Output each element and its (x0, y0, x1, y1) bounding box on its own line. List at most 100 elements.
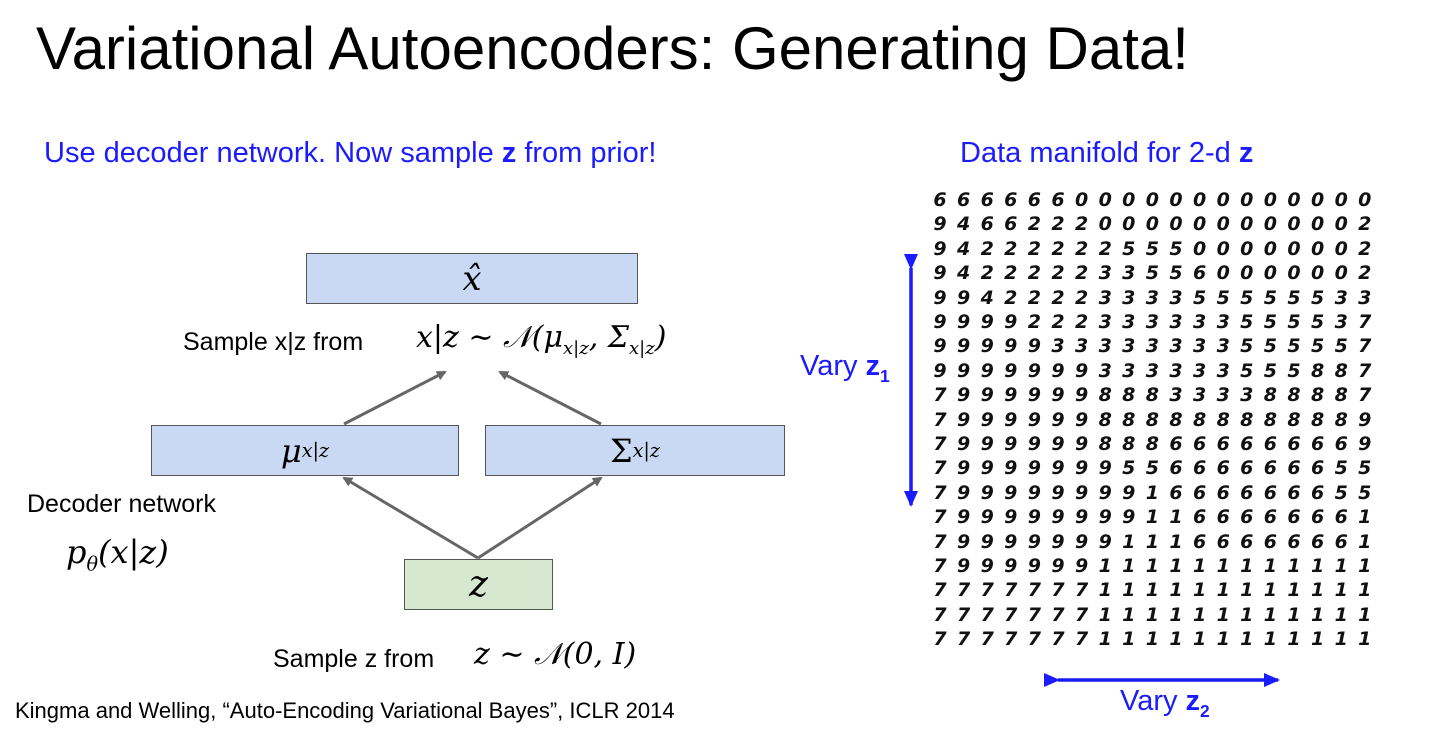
manifold-digit: 9 (1004, 433, 1018, 455)
manifold-digit: 3 (1216, 311, 1230, 333)
left-heading: Use decoder network. Now sample z from p… (44, 137, 656, 170)
manifold-digit: 6 (1334, 506, 1348, 529)
manifold-digit: 6 (1169, 457, 1183, 480)
manifold-digit: 6 (1310, 457, 1325, 480)
manifold-digit: 0 (1169, 213, 1183, 236)
manifold-digit: 1 (1358, 530, 1372, 553)
manifold-digit: 6 (1287, 457, 1301, 480)
manifold-digit: 9 (1027, 384, 1041, 407)
manifold-digit: 3 (1145, 335, 1159, 358)
x-hat-symbol: x̂ (462, 258, 482, 299)
manifold-digit: 2 (1027, 262, 1041, 285)
manifold-digit: 8 (1145, 408, 1159, 431)
manifold-digit: 3 (1098, 262, 1112, 285)
manifold-digit: 3 (1216, 335, 1230, 358)
manifold-digit: 9 (1074, 457, 1089, 480)
manifold-digit: 7 (933, 628, 947, 651)
manifold-digit: 6 (1287, 506, 1301, 529)
manifold-digit: 9 (1051, 359, 1065, 382)
manifold-digit: 6 (1004, 213, 1018, 236)
manifold-digit: 7 (933, 433, 947, 455)
manifold-digit: 5 (1310, 311, 1325, 333)
manifold-digit: 9 (956, 384, 971, 407)
manifold-digit: 3 (1098, 359, 1112, 382)
manifold-digit: 9 (1051, 481, 1065, 504)
manifold-digit: 5 (1334, 457, 1348, 480)
manifold-digit: 5 (1334, 335, 1348, 358)
manifold-digit: 7 (1027, 579, 1041, 602)
manifold-digit: 1 (1240, 628, 1254, 651)
manifold-digit: 8 (1122, 433, 1136, 455)
manifold-digit: 1 (1145, 628, 1159, 651)
manifold-digit: 6 (1263, 506, 1277, 529)
manifold-digit: 9 (980, 359, 994, 382)
manifold-digit: 9 (933, 237, 947, 260)
manifold-digit: 5 (1334, 481, 1348, 504)
manifold-digit: 7 (980, 628, 994, 651)
manifold-digit: 9 (933, 262, 947, 285)
manifold-digit: 1 (1098, 603, 1112, 626)
sample-x-formula: x|z ∼ 𝒩(μx|z, Σx|z) (416, 320, 666, 359)
manifold-digit: 1 (1287, 603, 1301, 626)
manifold-digit: 5 (1287, 286, 1301, 309)
z-box: z (404, 559, 553, 610)
manifold-digit: 3 (1098, 286, 1112, 309)
vary-z1-sub: 1 (880, 365, 890, 386)
manifold-digit: 6 (1240, 433, 1254, 455)
manifold-digit: 9 (980, 481, 994, 504)
manifold-digit: 0 (1216, 189, 1230, 211)
manifold-digit: 6 (1263, 457, 1277, 480)
z-symbol: z (469, 564, 488, 605)
manifold-digit: 5 (1287, 335, 1301, 358)
manifold-digit: 9 (956, 457, 971, 480)
manifold-digit: 5 (1145, 457, 1159, 480)
manifold-digit: 1 (1192, 555, 1207, 577)
manifold-digit: 7 (980, 579, 994, 602)
manifold-digit: 0 (1263, 189, 1277, 211)
manifold-digit: 9 (1358, 408, 1372, 431)
manifold-digit: 9 (933, 359, 947, 382)
manifold-digit: 6 (1310, 433, 1325, 455)
arrow-mu-to-x (343, 370, 447, 426)
manifold-digit: 3 (1145, 359, 1159, 382)
manifold-digit: 8 (1310, 384, 1325, 407)
manifold-digit: 1 (1240, 579, 1254, 602)
manifold-digit: 2 (1051, 286, 1065, 309)
manifold-digit: 5 (1358, 457, 1372, 480)
manifold-digit: 6 (1169, 481, 1183, 504)
manifold-digit: 8 (1310, 408, 1325, 431)
manifold-digit: 7 (1004, 628, 1018, 651)
manifold-digit: 1 (1287, 555, 1301, 577)
manifold-digit: 9 (1004, 408, 1018, 431)
manifold-digit: 2 (1004, 237, 1018, 260)
manifold-digit: 7 (933, 408, 947, 431)
manifold-digit: 1 (1334, 555, 1348, 577)
manifold-digit: 1 (1098, 579, 1112, 602)
manifold-digit: 8 (1287, 384, 1301, 407)
manifold-digit: 7 (956, 579, 971, 602)
manifold-digit: 9 (980, 408, 994, 431)
manifold-digit: 4 (956, 262, 971, 285)
manifold-digit: 8 (1240, 408, 1254, 431)
manifold-digit: 1 (1358, 506, 1372, 529)
manifold-digit: 7 (1051, 628, 1065, 651)
arrow-sigma-to-x (498, 370, 602, 426)
manifold-digit: 2 (1358, 237, 1372, 260)
manifold-digit: 6 (1310, 481, 1325, 504)
left-heading-var: z (501, 137, 517, 169)
manifold-digit: 8 (1334, 359, 1348, 382)
manifold-digit: 9 (956, 359, 971, 382)
manifold-digit: 1 (1122, 579, 1136, 602)
manifold-digit: 1 (1145, 603, 1159, 626)
manifold-digit: 6 (1287, 530, 1301, 553)
sample-x-formula-sub1: x|z (562, 338, 589, 359)
manifold-digit: 9 (1074, 408, 1089, 431)
manifold-digit: 9 (1027, 506, 1041, 529)
manifold-digit: 9 (933, 213, 947, 236)
manifold-digit: 8 (1098, 408, 1112, 431)
manifold-digit: 0 (1287, 237, 1301, 260)
manifold-digit: 9 (1074, 384, 1089, 407)
manifold-digit: 0 (1240, 237, 1254, 260)
arrow-z-to-sigma (477, 476, 603, 560)
manifold-digit: 2 (1004, 262, 1018, 285)
